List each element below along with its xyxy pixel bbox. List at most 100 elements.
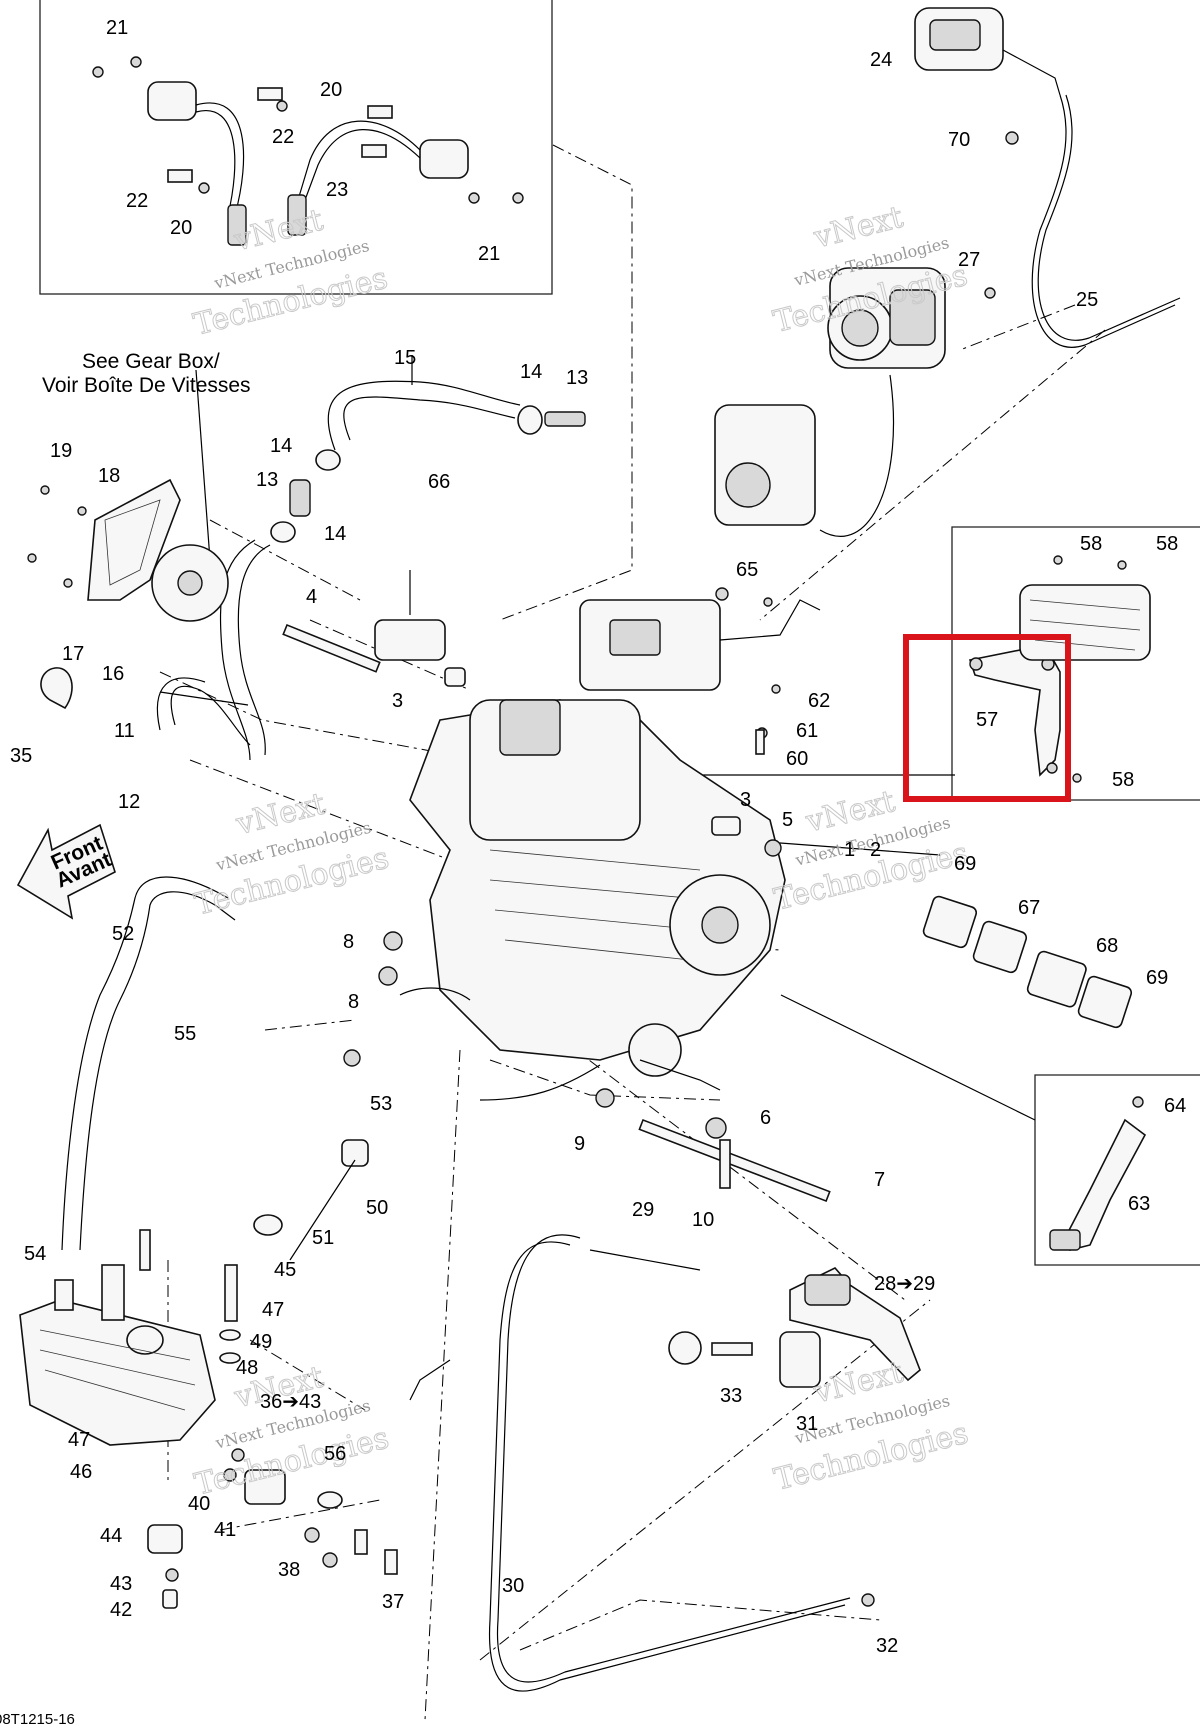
callout-21: 21: [478, 243, 500, 265]
callout-22: 22: [272, 126, 294, 148]
callout-labels: 21 20 22 22 20 23 21 24 70 27 25 15 14 1…: [10, 17, 1186, 1657]
callout-65: 65: [736, 559, 758, 581]
callout-58: 58: [1080, 533, 1102, 555]
callout-8: 8: [343, 931, 354, 953]
callout-14: 14: [520, 361, 542, 383]
gear-shift-lever: [1049, 1096, 1147, 1251]
callout-50: 50: [366, 1197, 388, 1219]
callout-5: 5: [782, 809, 793, 831]
coolant-hoses: [61, 380, 521, 1251]
callout-68: 68: [1096, 935, 1118, 957]
callout-56: 56: [324, 1443, 346, 1465]
callout-46: 46: [70, 1461, 92, 1483]
callout-70: 70: [948, 129, 970, 151]
callout-43: 43: [110, 1573, 132, 1595]
gear-shift-inset-frame: [1034, 1074, 1200, 1266]
bracket-inset-frame: [951, 526, 1200, 801]
callout-30: 30: [502, 1575, 524, 1597]
callout-66: 66: [428, 471, 450, 493]
callout-49: 49: [250, 1331, 272, 1353]
callout-3: 3: [392, 690, 403, 712]
callout-13: 13: [566, 367, 588, 389]
ignition-coil-inset-frame: [39, 0, 553, 295]
callout-69: 69: [1146, 967, 1168, 989]
mounting-bracket: [968, 555, 1151, 783]
callout-67: 67: [1018, 897, 1040, 919]
callout-40: 40: [188, 1493, 210, 1515]
callout-54: 54: [24, 1243, 46, 1265]
callout-38: 38: [278, 1559, 300, 1581]
front-direction-arrow: Front Avant: [16, 823, 116, 920]
callout-35: 35: [10, 745, 32, 767]
callout-29: 29: [632, 1199, 654, 1221]
throttle-assembly: [714, 7, 1181, 537]
callout-14: 14: [270, 435, 292, 457]
watermark-1: vNext vNext Technologies Technologies: [190, 202, 392, 343]
highlight-box: [903, 634, 1071, 802]
hose-clamps-fittings: [270, 405, 586, 543]
engine-block: [374, 599, 821, 1101]
callout-58: 58: [1112, 769, 1134, 791]
callout-14: 14: [324, 523, 346, 545]
callout-1: 1: [844, 839, 855, 861]
callout-7: 7: [874, 1169, 885, 1191]
svg-text:vNext: vNext: [810, 1355, 907, 1411]
callout-2: 2: [870, 839, 881, 861]
callout-15: 15: [394, 347, 416, 369]
callout-9: 9: [574, 1133, 585, 1155]
callout-11: 11: [114, 720, 135, 742]
callout-23: 23: [326, 179, 348, 201]
callout-41: 41: [214, 1519, 236, 1541]
callout-28-29: 28➔29: [874, 1273, 935, 1295]
callout-42: 42: [110, 1599, 132, 1621]
callout-8: 8: [348, 991, 359, 1013]
callout-47: 47: [262, 1299, 284, 1321]
callout-51: 51: [312, 1227, 334, 1249]
callout-17: 17: [62, 643, 84, 665]
gearbox-note-line2: Voir Boîte De Vitesses: [42, 374, 251, 397]
callout-33: 33: [720, 1385, 742, 1407]
callout-4: 4: [306, 586, 317, 608]
callout-62: 62: [808, 690, 830, 712]
callout-20: 20: [170, 217, 192, 239]
callout-16: 16: [102, 663, 124, 685]
oil-tank-assembly: [19, 1229, 241, 1609]
callout-37: 37: [382, 1591, 404, 1613]
callout-31: 31: [796, 1413, 818, 1435]
callout-53: 53: [370, 1093, 392, 1115]
ignition-coil-assembly: [92, 56, 524, 246]
callout-48: 48: [236, 1357, 258, 1379]
callout-60: 60: [786, 748, 808, 770]
callout-20: 20: [320, 79, 342, 101]
watermark-3: vNext vNext Technologies Technologies: [191, 786, 393, 923]
callout-25: 25: [1076, 289, 1098, 311]
clutch-lever-assembly: [409, 1234, 921, 1692]
shaft-seals: [922, 895, 1133, 1029]
callout-69: 69: [954, 853, 976, 875]
callout-12: 12: [118, 791, 140, 813]
callout-6: 6: [760, 1107, 771, 1129]
callout-55: 55: [174, 1023, 196, 1045]
callout-21: 21: [106, 17, 128, 39]
diagram-reference-code: 08T1215-16: [0, 1711, 75, 1728]
callout-61: 61: [796, 720, 818, 742]
callout-57: 57: [976, 709, 998, 731]
callout-3: 3: [740, 789, 751, 811]
gearbox-note-line1: See Gear Box/: [82, 350, 220, 373]
callout-64: 64: [1164, 1095, 1186, 1117]
dipstick: [253, 1139, 369, 1261]
sprocket-cover-assembly: [27, 478, 229, 710]
callout-22: 22: [126, 190, 148, 212]
callout-44: 44: [100, 1525, 122, 1547]
callout-19: 19: [50, 440, 72, 462]
callout-13: 13: [256, 469, 278, 491]
bolts-and-spacers: [282, 587, 831, 1203]
callout-32: 32: [876, 1635, 898, 1657]
callout-36-43: 36➔43: [260, 1391, 321, 1413]
callout-63: 63: [1128, 1193, 1150, 1215]
oil-pump-fittings: [223, 1448, 398, 1575]
callout-18: 18: [98, 465, 120, 487]
callout-27: 27: [958, 249, 980, 271]
callout-24: 24: [870, 49, 892, 71]
